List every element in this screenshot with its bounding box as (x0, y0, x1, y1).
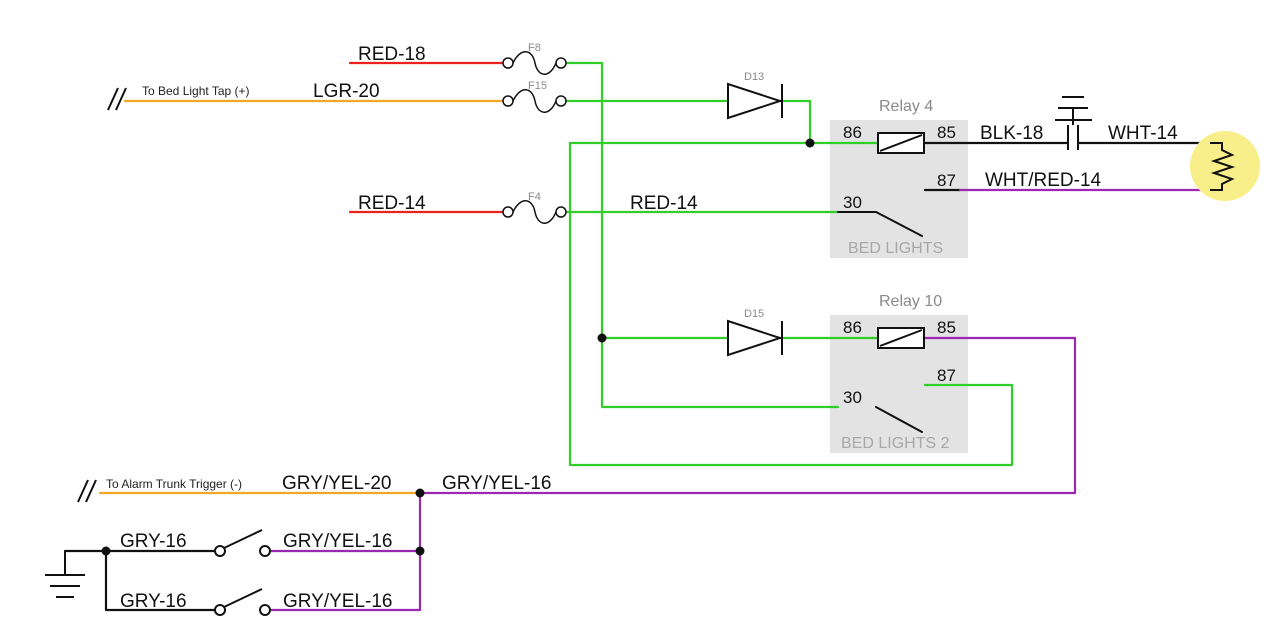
wire-purple-85 (418, 336, 1077, 495)
junction-dot (101, 546, 111, 556)
fuse-icon (502, 51, 567, 75)
wire-label-blk-18: BLK-18 (980, 123, 1043, 144)
wire-green-loop (568, 141, 1014, 467)
wire-label-wht-14: WHT-14 (1108, 123, 1178, 144)
fuse-label-f8: F8 (528, 42, 541, 54)
diode-icon (727, 319, 784, 357)
bulb-icon (1190, 131, 1260, 201)
break-mark-icon (77, 479, 97, 503)
junction-dot (415, 488, 425, 498)
wire-label-lgr-20: LGR-20 (313, 81, 380, 102)
wire-label-red-14-out: RED-14 (630, 193, 698, 214)
wire-label-red-18: RED-18 (358, 44, 426, 65)
relay-4-pin30: 30 (843, 193, 862, 212)
relay-4-title: Relay 4 (879, 98, 933, 115)
junction-dot (597, 333, 607, 343)
ground-icon (45, 551, 85, 598)
wire-label-gry-yel-20: GRY/YEL-20 (282, 473, 391, 494)
relay-10-pin85: 85 (937, 318, 956, 337)
relay-4-pin87: 87 (937, 171, 956, 190)
diode-label-d15: D15 (744, 308, 764, 320)
wire-green-f8 (564, 61, 840, 409)
wire-label-red-14-in: RED-14 (358, 193, 426, 214)
relay-10-name: BED LIGHTS 2 (841, 435, 950, 452)
junction-dot (805, 138, 815, 148)
switch-icon (1055, 96, 1092, 150)
annotation-alarm-trigger: To Alarm Trunk Trigger (-) (106, 477, 242, 491)
relay-10-pin30: 30 (843, 388, 862, 407)
wire-label-gry-16-b: GRY-16 (120, 591, 187, 612)
fuse-label-f4: F4 (528, 191, 541, 203)
diode-label-d13: D13 (744, 71, 764, 83)
relay-10-pin86: 86 (843, 318, 862, 337)
fuse-icon (502, 200, 567, 224)
relay-coil-icon (877, 327, 925, 349)
annotation-bed-light-tap: To Bed Light Tap (+) (142, 84, 250, 98)
wire-gry-16-b (104, 549, 217, 612)
break-mark-icon (107, 87, 127, 111)
diode-icon (727, 82, 784, 120)
wire-label-gry-yel-16-b: GRY/YEL-16 (283, 591, 392, 612)
switch-icon (214, 529, 271, 557)
wire-green-d13-node (780, 99, 812, 145)
fuse-icon (502, 89, 567, 113)
wire-purple-switch-bus (268, 491, 422, 612)
relay-4-name: BED LIGHTS (848, 240, 943, 257)
relay-4-pin85: 85 (937, 123, 956, 142)
relay-10-pin87: 87 (937, 366, 956, 385)
wire-label-gry-yel-16-a: GRY/YEL-16 (283, 531, 392, 552)
wire-label-gry-16-a: GRY-16 (120, 531, 187, 552)
relay-10-contact-arm (875, 406, 923, 433)
switch-icon (214, 588, 271, 616)
relay-4-pin86: 86 (843, 123, 862, 142)
wire-label-wht-red-14: WHT/RED-14 (985, 170, 1102, 191)
junction-dot (415, 546, 425, 556)
relay-coil-icon (877, 132, 925, 154)
relay-10-title: Relay 10 (879, 293, 942, 310)
wire-label-gry-yel-16-main: GRY/YEL-16 (442, 473, 551, 494)
relay-4-contact-arm (875, 211, 923, 237)
fuse-label-f15: F15 (528, 80, 547, 92)
